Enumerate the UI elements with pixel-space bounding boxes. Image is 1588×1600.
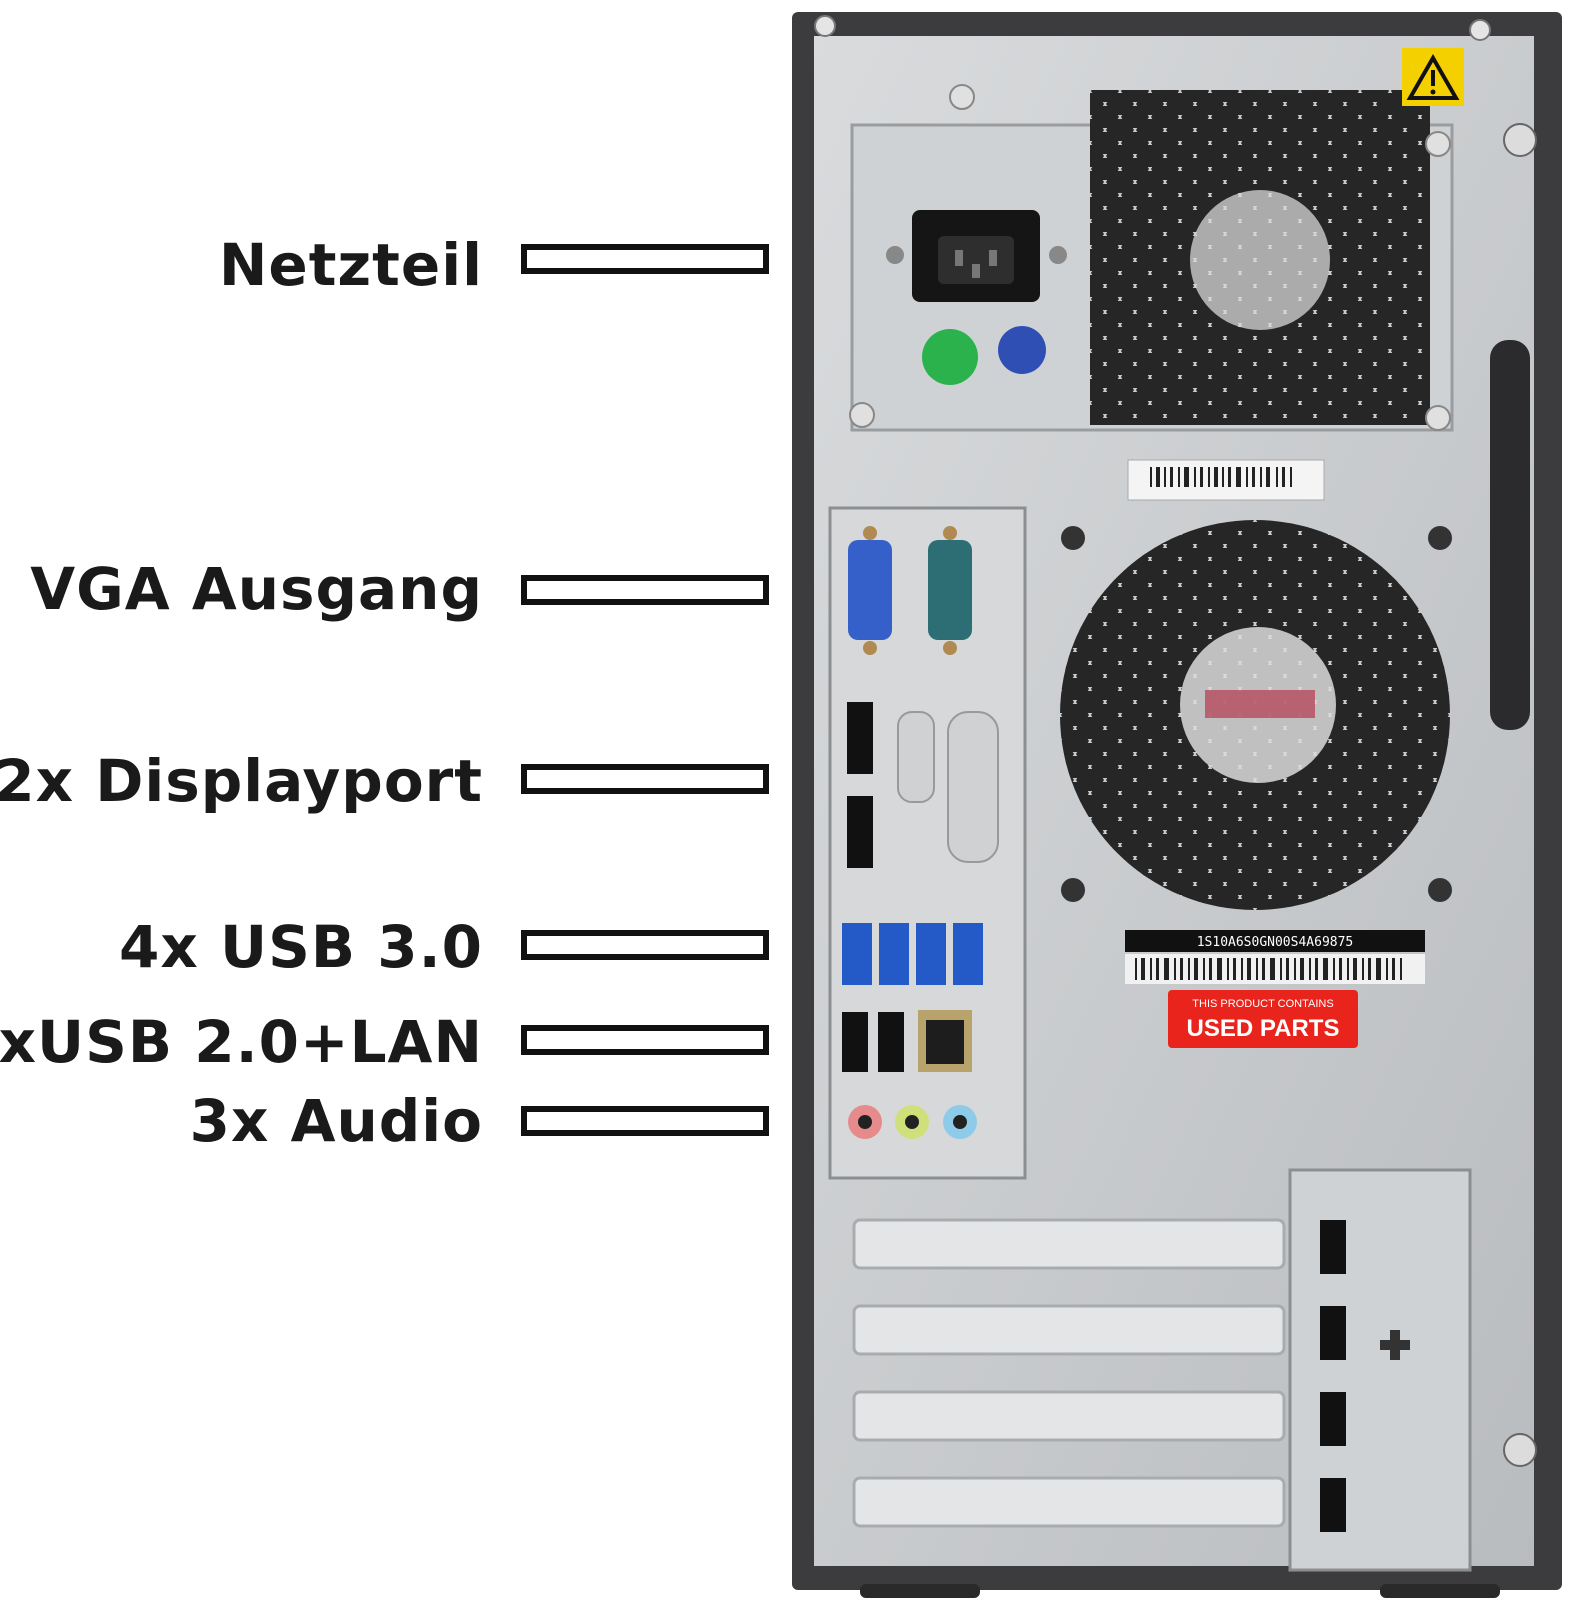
expansion-slots xyxy=(852,1218,1286,1528)
used-parts-sticker xyxy=(1168,990,1358,1048)
usb3-port-icon xyxy=(916,923,946,985)
label-usb3: 4x USB 3.0 xyxy=(119,913,483,981)
label-displayport: 2x Displayport xyxy=(0,747,483,815)
displayport-icon xyxy=(847,796,873,868)
usb3-port-icon xyxy=(879,923,909,985)
sticker-line-1: THIS PRODUCT CONTAINS xyxy=(1192,998,1333,1010)
usb2-port-icon xyxy=(842,1012,868,1072)
sticker-line-2: USED PARTS xyxy=(1187,1015,1340,1042)
serial-port-icon xyxy=(928,540,972,640)
label-vga-ausgang: VGA Ausgang xyxy=(30,555,483,623)
label-audio: 3x Audio xyxy=(189,1087,483,1155)
pointer-displayport xyxy=(521,764,769,794)
serial-number-label xyxy=(1125,930,1425,952)
tower-rear-photo: 1S10A6S0GN00S4A69875 THIS PRODUCT CONTAI… xyxy=(792,12,1562,1598)
label-netzteil: Netzteil xyxy=(218,231,483,299)
usb3-port-icon xyxy=(953,923,983,985)
pointer-usb2-lan xyxy=(521,1025,769,1055)
pointer-usb3 xyxy=(521,930,769,960)
pointer-vga xyxy=(521,575,769,605)
displayport-icon xyxy=(847,702,873,774)
usb2-port-icon xyxy=(878,1012,904,1072)
screw-icon xyxy=(949,84,975,110)
usb3-port-icon xyxy=(842,923,872,985)
pointer-netzteil xyxy=(521,244,769,274)
green-sticker xyxy=(922,329,978,385)
serial-number-text: 1S10A6S0GN00S4A69875 xyxy=(1197,935,1354,950)
slot-bracket xyxy=(1288,1168,1472,1572)
case-handle xyxy=(1490,340,1530,730)
vga-port-icon xyxy=(848,540,892,640)
blue-sticker xyxy=(998,326,1046,374)
label-usb2-lan: 2xUSB 2.0+LAN xyxy=(0,1008,483,1076)
pointer-audio xyxy=(521,1106,769,1136)
